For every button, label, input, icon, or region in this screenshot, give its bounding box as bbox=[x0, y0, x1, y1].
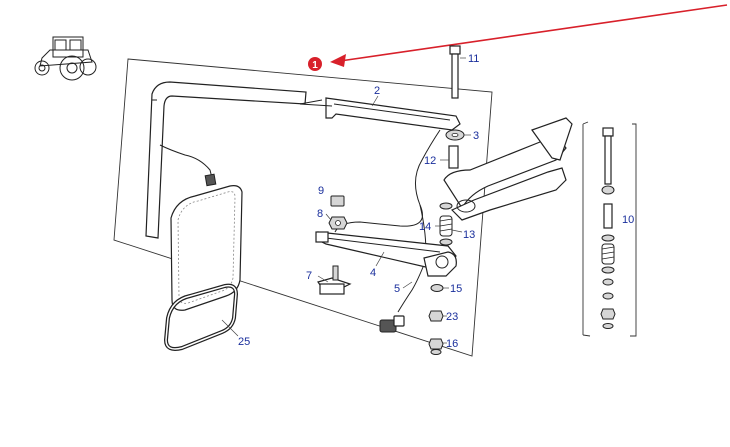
mirror-cable bbox=[159, 144, 213, 179]
callout-4: 4 bbox=[370, 267, 376, 279]
nut-part-23 bbox=[428, 310, 444, 322]
callout-13: 13 bbox=[463, 229, 475, 241]
callout-7: 7 bbox=[306, 270, 312, 282]
position-marker: 1 bbox=[308, 4, 728, 71]
callout-8: 8 bbox=[317, 208, 323, 220]
cable-connector bbox=[204, 173, 217, 187]
cap-part-9 bbox=[330, 195, 345, 207]
bolt-kit-part-10 bbox=[600, 127, 616, 329]
callout-16: 16 bbox=[446, 338, 458, 350]
mirror-frame-part-25 bbox=[163, 283, 239, 351]
callout-3: 3 bbox=[473, 130, 479, 142]
spring-part-14 bbox=[439, 215, 453, 246]
callout-14: 14 bbox=[419, 221, 431, 233]
washer-part-13 bbox=[439, 202, 453, 210]
connector-part-5 bbox=[379, 315, 405, 333]
sleeve-part-12 bbox=[448, 145, 459, 169]
callout-23: 23 bbox=[446, 311, 458, 323]
pivot-housing bbox=[423, 251, 457, 277]
callout-2: 2 bbox=[374, 85, 380, 97]
cab-mounting-bracket bbox=[443, 117, 573, 221]
nut-part-16 bbox=[428, 338, 444, 355]
callout-5: 5 bbox=[394, 283, 400, 295]
callout-9: 9 bbox=[318, 185, 324, 197]
mirror-glass bbox=[170, 185, 243, 311]
bolt-part-11 bbox=[449, 45, 461, 99]
callout-11: 11 bbox=[468, 53, 479, 65]
callout-10: 10 bbox=[622, 214, 634, 226]
assembly-frame bbox=[113, 58, 493, 357]
tractor-icon bbox=[34, 36, 97, 81]
kit-frame bbox=[582, 121, 637, 337]
marker-label: 1 bbox=[312, 60, 318, 71]
upper-arm-part-2 bbox=[325, 97, 461, 131]
callout-15: 15 bbox=[450, 283, 462, 295]
washer-part-3 bbox=[445, 129, 465, 141]
bracket-part-7 bbox=[317, 265, 352, 295]
callout-25: 25 bbox=[238, 336, 250, 348]
washer-part-15 bbox=[430, 284, 444, 292]
callout-12: 12 bbox=[424, 155, 436, 167]
nut-part-8 bbox=[328, 216, 348, 230]
marker-dot bbox=[308, 57, 322, 71]
